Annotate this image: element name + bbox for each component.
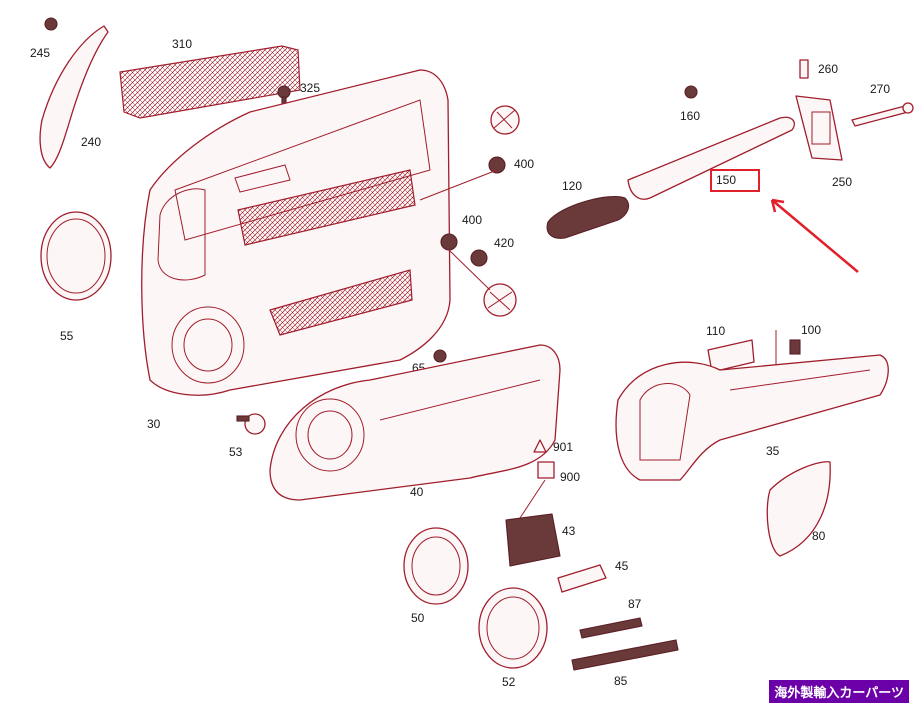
label-325: 325: [300, 81, 320, 95]
label-420: 420: [494, 236, 514, 250]
label-85: 85: [614, 674, 628, 688]
part-55-speaker-ring: [40, 211, 112, 301]
part-270-bolt: [851, 102, 914, 127]
part-245-clip: [44, 17, 58, 31]
part-30-door-panel: [141, 69, 451, 396]
part-120-handle: [546, 196, 630, 239]
label-30: 30: [147, 417, 161, 431]
part-80-trim: [766, 461, 831, 557]
part-160-clip: [684, 85, 698, 99]
label-87: 87: [628, 597, 642, 611]
shop-watermark: 海外製輸入カーパーツ: [769, 680, 909, 703]
part-50-speaker-ring: [403, 527, 469, 605]
label-400-lower: 400: [462, 213, 482, 227]
label-900: 900: [560, 470, 580, 484]
label-245: 245: [30, 46, 50, 60]
label-55: 55: [60, 329, 74, 343]
part-85-emblem-strip: [571, 639, 679, 671]
label-400-upper: 400: [514, 157, 534, 171]
label-150: 150: [716, 173, 736, 187]
part-40-lower-door-panel: [269, 344, 561, 501]
part-65-clip: [433, 349, 447, 363]
part-45-cover: [557, 564, 607, 593]
label-100: 100: [801, 323, 821, 337]
part-901-fuse: [533, 439, 547, 453]
part-43-switch: [505, 513, 561, 567]
label-270: 270: [870, 82, 890, 96]
leader-line-900: [519, 479, 546, 519]
part-35-rear-panel: [615, 354, 889, 481]
label-43: 43: [562, 524, 576, 538]
part-52-speaker-ring: [478, 587, 548, 669]
label-110: 110: [706, 324, 725, 338]
label-40: 40: [410, 485, 424, 499]
label-901: 901: [553, 440, 573, 454]
part-250-bracket: [795, 95, 843, 161]
part-310-grille: [119, 45, 301, 119]
label-35: 35: [766, 444, 780, 458]
label-120: 120: [562, 179, 582, 193]
label-52: 52: [502, 675, 516, 689]
label-240: 240: [81, 135, 101, 149]
label-310: 310: [172, 37, 192, 51]
part-900-connector: [537, 461, 555, 479]
callout-arrow: [770, 198, 859, 273]
part-260-pin: [799, 59, 809, 79]
part-400-clip-lower: [440, 233, 517, 317]
label-50: 50: [411, 611, 425, 625]
label-250: 250: [832, 175, 852, 189]
part-400-clip-upper: [488, 105, 520, 174]
label-260: 260: [818, 62, 838, 76]
label-45: 45: [615, 559, 629, 573]
part-150-trim-strip: [627, 116, 795, 200]
part-240-pillar-trim: [39, 25, 109, 169]
leader-line-400-upper: [419, 169, 498, 201]
part-110-cover: [707, 339, 755, 373]
callout-box-150: [710, 169, 760, 192]
part-87-emblem: [579, 617, 643, 639]
label-80: 80: [812, 529, 826, 543]
label-53: 53: [229, 445, 243, 459]
label-160: 160: [680, 109, 700, 123]
part-53-bolt: [236, 413, 266, 435]
